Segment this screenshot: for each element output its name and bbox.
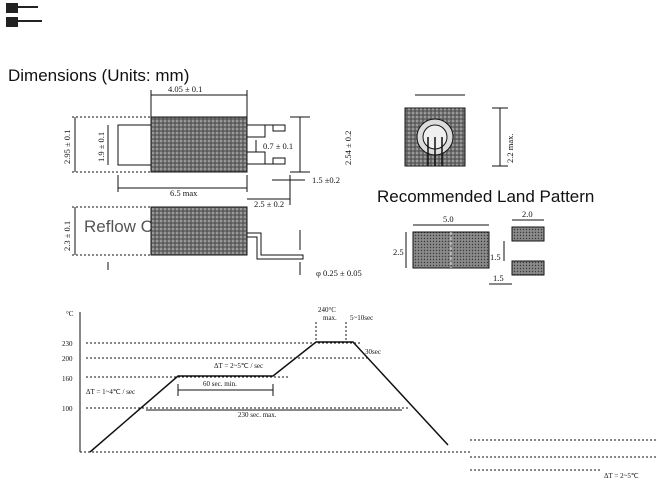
top-view xyxy=(72,90,310,205)
ramp1-label: ΔT = 1~4℃ / sec xyxy=(86,388,135,396)
tick-160: 160 xyxy=(62,375,73,383)
peak-sub: max. xyxy=(323,314,337,322)
dimensions-heading: Dimensions (Units: mm) xyxy=(8,66,190,85)
total-label: 230 sec. max. xyxy=(238,411,277,419)
dim-lead-pitch: 0.7 ± 0.1 xyxy=(263,141,293,151)
land-pattern xyxy=(405,219,545,285)
peak-label: 240°C xyxy=(318,306,336,314)
lp-small-pad-offset: 1.5 xyxy=(493,273,504,283)
reflow-unit: °C xyxy=(66,310,74,318)
tick-230: 230 xyxy=(62,340,73,348)
dim-height-right: 2.54 ± 0.2 xyxy=(343,131,353,165)
dim-lead-thickness: φ 0.25 ± 0.05 xyxy=(316,268,362,278)
land-pattern-heading: Recommended Land Pattern xyxy=(377,187,595,206)
lp-small-pad-gap: 1.5 xyxy=(490,252,501,262)
corner-note: ΔT = 2~5℃ xyxy=(604,472,639,480)
lp-small-pad-width: 2.0 xyxy=(522,209,533,219)
ramp-down-label: 30sec xyxy=(365,348,381,356)
dim-lead-tip: 1.5 ±0.2 xyxy=(312,175,340,185)
dim-inner-height: 1.9 ± 0.1 xyxy=(96,132,106,162)
tick-200: 200 xyxy=(62,355,73,363)
soak-label: 60 sec. min. xyxy=(203,380,237,388)
dim-width-top: 4.05 ± 0.1 xyxy=(168,84,202,94)
dim-lead-length: 2.5 ± 0.2 xyxy=(254,199,284,209)
dim-end-height: 2.2 max. xyxy=(505,133,515,163)
dim-height-left: 2.95 ± 0.1 xyxy=(62,130,72,164)
lp-pad-height: 2.5 xyxy=(393,247,404,257)
peak-time: 5~10sec xyxy=(350,314,373,322)
dim-side-height: 2.3 ± 0.1 xyxy=(62,221,72,251)
logo-icon xyxy=(4,1,46,31)
reflow-chart xyxy=(79,312,656,471)
dim-overall-length: 6.5 max xyxy=(170,188,198,198)
tick-100: 100 xyxy=(62,405,73,413)
ramp2-label: ΔT = 2~5℃ / sec xyxy=(214,362,263,370)
lp-pad-width: 5.0 xyxy=(443,214,454,224)
end-view xyxy=(404,94,508,167)
side-view xyxy=(72,206,304,275)
